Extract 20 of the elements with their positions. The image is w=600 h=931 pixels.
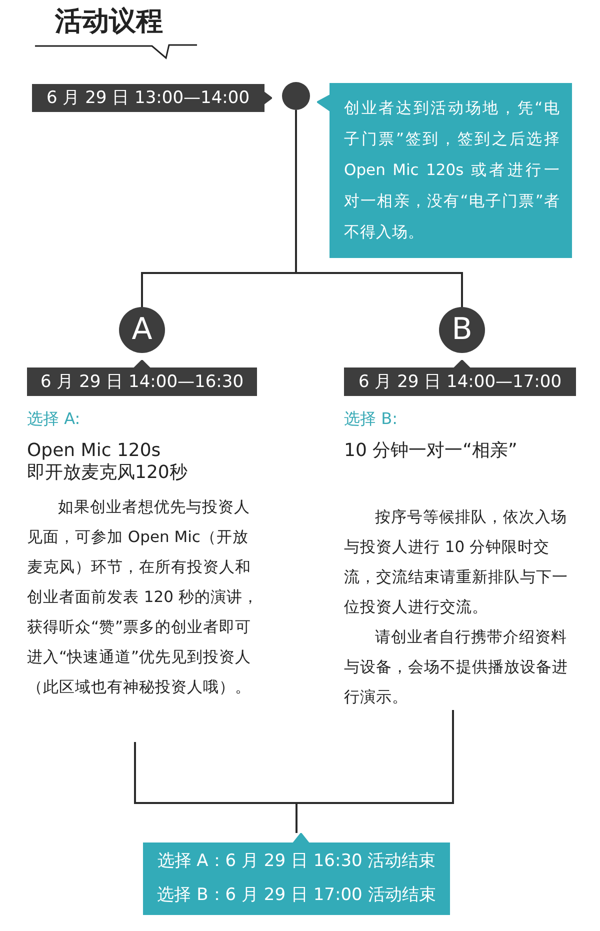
date-tag: 6 月 29 日 13:00—14:00 — [32, 84, 272, 112]
option-title: 10 分钟一对一“相亲” — [344, 440, 518, 462]
option-badge: A — [119, 307, 165, 353]
callout-box: 创业者达到活动场地，凭“电子门票”签到，签到之后选择 Open Mic 120s 或者进行一对一相亲，没有“电子门票”者不得入场。 — [317, 83, 572, 258]
date-tag: 6 月 29 日 14:00—16:30 — [27, 360, 257, 396]
description-text: 按序号等候排队，依次入场与投资人进行 10 分钟限时交流，交流结束请重新排队与下一位投资人进行交流。 — [344, 507, 569, 618]
end-time-text: 选择 A：6 月 29 日 16:30 活动结束 — [156, 850, 437, 873]
timeline-dot — [282, 82, 310, 110]
option-badge: B — [439, 307, 485, 353]
option-heading: 选择 B: — [344, 408, 398, 430]
connector-line — [295, 110, 463, 307]
option-heading: 选择 A: — [27, 408, 82, 430]
description-text: 请创业者自行携带介绍资料与设备，会场不提供播放设备进行演示。 — [344, 627, 569, 708]
connector-line — [296, 710, 454, 833]
summary-box — [143, 833, 450, 915]
description-text: 如果创业者想优先与投资人见面，可参加 Open Mic（开放麦克风）环节，在所有投资人和创业者面前发表 120 秒的演讲，获得听众“赞”票多的创业者即可进入“快速通道”优先见到投资人（此区域也有神秘投资人哦）。 — [27, 497, 259, 698]
end-time-text: 选择 B：6 月 29 日 17:00 活动结束 — [156, 884, 437, 907]
title: 活动议程 — [55, 5, 163, 39]
date-tag: 6 月 29 日 14:00—17:00 — [344, 360, 576, 396]
option-title: Open Mic 120s 即开放麦克风120秒 — [27, 440, 188, 484]
